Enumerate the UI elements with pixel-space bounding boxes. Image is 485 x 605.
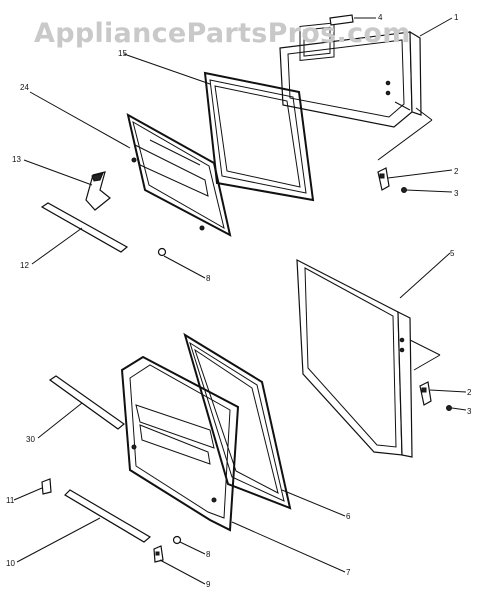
callout-3-upper: 3 — [454, 189, 459, 198]
callout-24: 24 — [20, 83, 29, 92]
callout-11: 11 — [6, 496, 15, 505]
callout-10: 10 — [6, 559, 15, 568]
part-fresh-food-bar-upper[interactable] — [48, 375, 125, 430]
callout-2-upper: 2 — [454, 167, 459, 176]
part-freezer-door[interactable] — [279, 22, 422, 128]
part-screw-lower[interactable] — [446, 405, 452, 411]
part-freezer-gasket[interactable] — [203, 71, 315, 202]
part-hinge-clip-lower[interactable] — [419, 381, 432, 406]
part-hinge-clip-upper[interactable] — [377, 167, 390, 191]
callout-1: 1 — [454, 13, 459, 22]
part-screw-freezer-liner[interactable] — [157, 247, 167, 257]
callout-15: 15 — [118, 49, 127, 58]
part-fresh-food-gasket[interactable] — [183, 332, 292, 510]
part-clip-9[interactable] — [153, 545, 164, 563]
callout-13: 13 — [12, 155, 21, 164]
part-clip-11[interactable] — [41, 478, 52, 495]
callout-12: 12 — [20, 261, 29, 270]
callout-6: 6 — [346, 512, 351, 521]
part-screw-upper[interactable] — [401, 187, 407, 193]
callout-7: 7 — [346, 568, 351, 577]
callout-4: 4 — [378, 13, 383, 22]
callout-5: 5 — [450, 249, 455, 258]
callout-3-lower: 3 — [467, 407, 472, 416]
part-fresh-food-liner[interactable] — [120, 355, 240, 532]
part-badge[interactable] — [329, 14, 376, 26]
hinge-lines-upper — [377, 101, 433, 161]
callout-2-lower: 2 — [467, 388, 472, 397]
callout-30: 30 — [26, 435, 35, 444]
callout-8-lower: 8 — [206, 550, 211, 559]
part-freezer-liner[interactable] — [126, 113, 232, 237]
part-freezer-bar[interactable] — [40, 202, 129, 253]
callout-8-upper: 8 — [206, 274, 211, 283]
leader-lines — [13, 17, 467, 585]
part-fresh-food-bar-lower[interactable] — [64, 489, 152, 543]
hinge-lines-lower — [409, 339, 441, 371]
watermark: AppliancePartsPros.com — [34, 18, 411, 49]
part-freezer-clip[interactable] — [85, 171, 111, 211]
part-fresh-food-door[interactable] — [296, 258, 413, 458]
callout-9: 9 — [206, 580, 211, 589]
part-screw-fresh-liner[interactable] — [172, 535, 182, 545]
